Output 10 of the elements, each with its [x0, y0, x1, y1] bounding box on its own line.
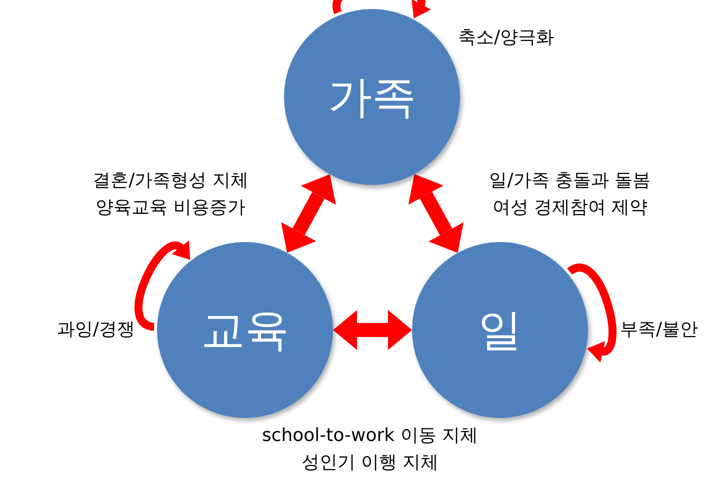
node-caption: 부족/불안	[620, 318, 700, 342]
double-arrow	[408, 174, 464, 253]
note-text: school-to-work 이동 지체 성인기 이행 지체	[260, 424, 480, 475]
node-caption: 축소/양극화	[458, 26, 556, 50]
double-arrow	[333, 310, 412, 350]
double-arrow	[281, 174, 336, 253]
node-label: 교육	[201, 304, 289, 358]
node-label: 일	[478, 304, 522, 358]
node-label: 가족	[328, 70, 416, 124]
node-caption: 과잉/경쟁	[56, 318, 135, 342]
